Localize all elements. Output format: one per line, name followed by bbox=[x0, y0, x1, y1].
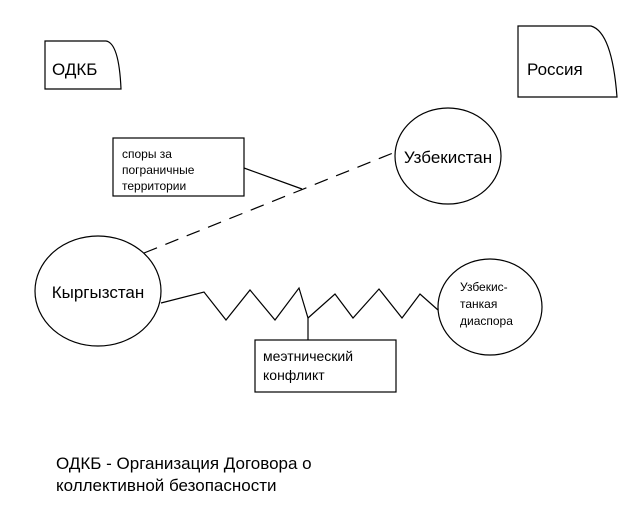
kyrgyzstan-node: Кыргызстан bbox=[34, 235, 162, 347]
diaspora-line-2: танкая bbox=[460, 297, 497, 311]
legend-caption: ОДКБ - Организация Договора о коллективн… bbox=[56, 453, 476, 497]
odkb-node: ОДКБ bbox=[44, 40, 122, 90]
odkb-label: ОДКБ bbox=[52, 60, 97, 79]
border-disputes-line-1: споры за bbox=[122, 147, 172, 161]
kyrgyzstan-label: Кыргызстан bbox=[52, 283, 145, 302]
border-disputes-line-2: пограничные bbox=[122, 163, 195, 177]
caption-line-2: коллективной безопасности bbox=[56, 476, 277, 495]
interethnic-conflict-text: меэтнический конфликт bbox=[263, 348, 357, 383]
border-disputes-note: споры за пограничные территории bbox=[112, 137, 245, 197]
russia-label: Россия bbox=[527, 60, 583, 79]
border-note-connector bbox=[243, 167, 303, 190]
conflict-line-2: конфликт bbox=[263, 367, 325, 383]
diaspora-line-1: Узбекис- bbox=[460, 280, 508, 294]
interethnic-conflict-note: меэтнический конфликт bbox=[254, 339, 397, 393]
diaspora-line-3: диаспора bbox=[460, 314, 513, 328]
diaspora-label: Узбекис- танкая диаспора bbox=[460, 280, 513, 328]
border-disputes-line-3: территории bbox=[122, 179, 186, 193]
conflict-line-1: меэтнический bbox=[263, 348, 353, 364]
caption-line-1: ОДКБ - Организация Договора о bbox=[56, 454, 312, 473]
diaspora-node: Узбекис- танкая диаспора bbox=[437, 258, 543, 356]
uzbekistan-node: Узбекистан bbox=[394, 107, 502, 205]
zigzag-conflict-line bbox=[160, 286, 439, 321]
border-disputes-text: споры за пограничные территории bbox=[122, 147, 198, 193]
russia-node: Россия bbox=[517, 25, 618, 98]
uzbekistan-label: Узбекистан bbox=[404, 148, 492, 167]
